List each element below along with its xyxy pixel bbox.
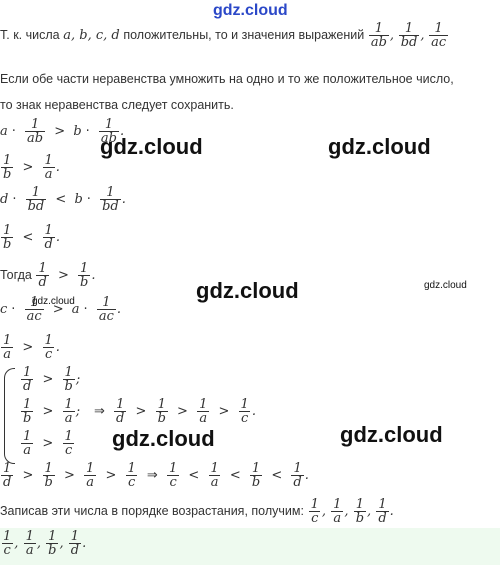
watermark: gdz.cloud (340, 422, 443, 447)
header-watermark: gdz.cloud (213, 2, 288, 19)
watermark: gdz.cloud (100, 134, 203, 159)
final-line: Записав эти числа в порядке возрастания,… (0, 497, 394, 526)
intro-mid: положительны, то и значения выражений (123, 27, 365, 42)
intro-vars: a, b, c, d (63, 27, 120, 43)
watermark: gdz.cloud (32, 296, 75, 307)
answer-box (0, 528, 500, 565)
rule-line-1: Если обе части неравенства умножить на о… (0, 72, 454, 86)
watermark: gdz.cloud (196, 278, 299, 303)
watermark: gdz.cloud (424, 280, 467, 291)
watermark: gdz.cloud (328, 134, 431, 159)
rule-line-2: то знак неравенства следует сохранить. (0, 98, 234, 112)
watermark: gdz.cloud (112, 426, 215, 451)
intro-prefix: Т. к. числа (0, 27, 60, 42)
intro-line: Т. к. числа a, b, c, d положительны, то … (0, 21, 449, 50)
system-brace (4, 368, 15, 464)
